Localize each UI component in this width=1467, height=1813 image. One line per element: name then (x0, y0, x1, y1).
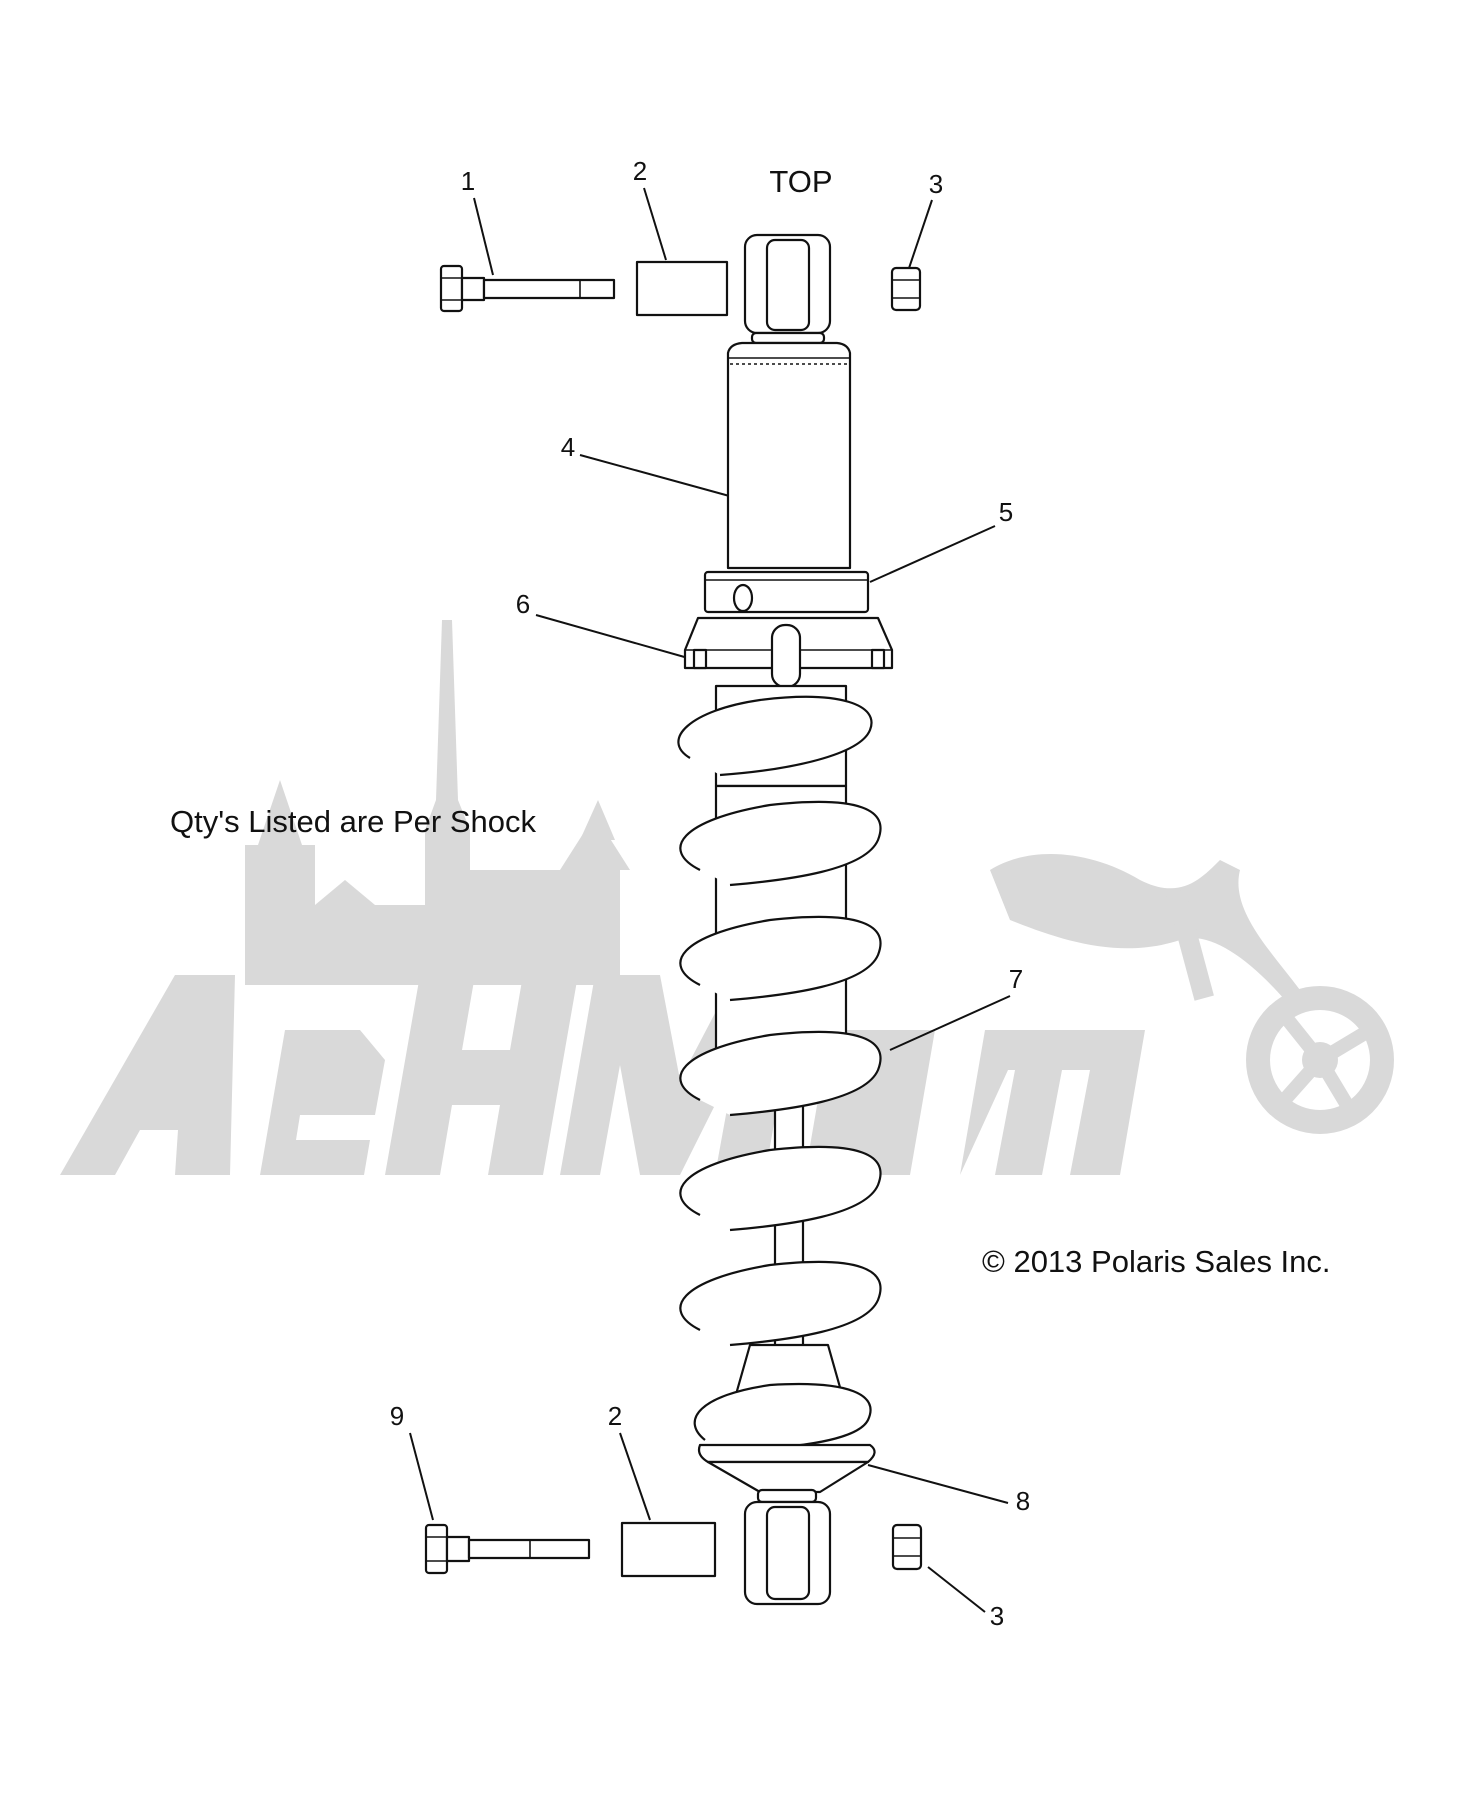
leader-lines (409, 187, 1011, 1613)
coil-spring (677, 695, 882, 1452)
nut-top (890, 266, 922, 312)
top-label: TOP (769, 164, 832, 199)
bolt-bottom (424, 1523, 591, 1575)
shock-body (726, 341, 852, 570)
callout-6: 6 (516, 589, 530, 619)
watermark-wheel (1246, 986, 1394, 1134)
bolt-top (439, 264, 616, 313)
callout-9: 9 (390, 1401, 404, 1431)
callout-2-bottom: 2 (608, 1401, 622, 1431)
watermark-spire (425, 620, 470, 980)
callout-3-top: 3 (929, 169, 943, 199)
callout-3-bottom: 3 (990, 1601, 1004, 1631)
adjuster-ring (703, 570, 870, 614)
sleeve-bottom (620, 1521, 717, 1578)
callout-4: 4 (561, 432, 575, 462)
watermark-logo (60, 620, 1394, 1175)
nut-bottom (891, 1523, 923, 1571)
bottom-eyelet (743, 1488, 832, 1606)
callout-8: 8 (1016, 1486, 1030, 1516)
callout-1: 1 (461, 166, 475, 196)
lower-spring-seat (697, 1443, 876, 1494)
sleeve-top (635, 260, 729, 317)
callout-7: 7 (1009, 964, 1023, 994)
spring-collar (683, 616, 894, 689)
watermark-letters (60, 975, 1145, 1175)
callout-5: 5 (999, 497, 1013, 527)
callout-2-top: 2 (633, 156, 647, 186)
copyright-text: © 2013 Polaris Sales Inc. (982, 1244, 1331, 1279)
top-eyelet (743, 233, 832, 345)
quantity-note: Qty's Listed are Per Shock (170, 804, 537, 839)
